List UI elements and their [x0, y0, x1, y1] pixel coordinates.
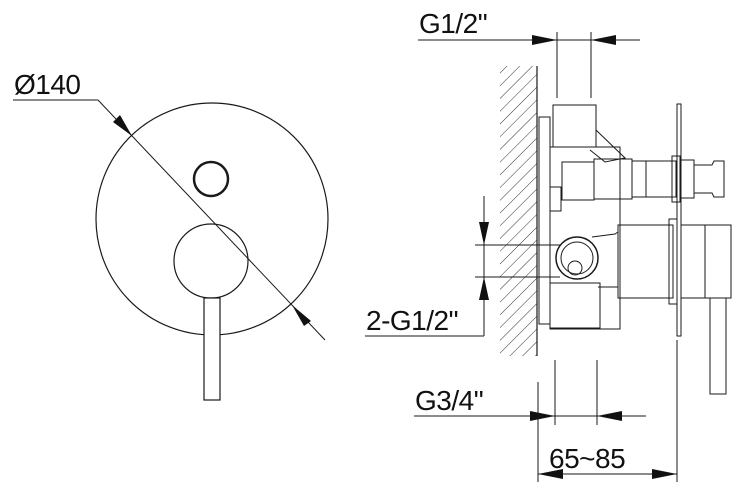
top-inlet-taper [589, 129, 627, 163]
inlet-bore [567, 260, 583, 276]
cartridge-flange [668, 218, 678, 305]
upper-body [561, 161, 595, 201]
side-lever [709, 297, 727, 395]
g34-arrow-left [530, 411, 555, 421]
upper-nozzle [693, 160, 725, 198]
handle-cap [704, 224, 732, 299]
depth-arrow-right [652, 469, 677, 479]
lower-body [591, 231, 619, 288]
wall-hatch [500, 66, 537, 356]
side-section-view [365, 32, 732, 482]
cover-plate [676, 103, 682, 337]
side-nut [549, 186, 562, 212]
front-view [13, 99, 329, 401]
upper-connector [593, 158, 633, 200]
diameter-arrow-top [113, 115, 132, 136]
depth-label: 65~85 [549, 443, 626, 474]
side-arrow-bottom [479, 277, 489, 300]
top-inlet-label: G1/2" [419, 8, 488, 39]
upper-nut [631, 160, 647, 198]
diverter-knob [192, 160, 230, 198]
lower-stub [549, 282, 601, 329]
diameter-label: Ø140 [14, 69, 81, 100]
inlet-ring-outer [555, 236, 599, 280]
side-arrow-top [479, 222, 489, 245]
handle-hub [173, 223, 249, 299]
mounting-plate [538, 116, 551, 325]
upper-stem [679, 159, 695, 199]
upper-pipe [645, 160, 677, 198]
diameter-line [97, 99, 326, 341]
g12-arrow-right [591, 35, 616, 45]
top-inlet-block [552, 104, 597, 148]
cartridge-front [680, 224, 706, 299]
diameter-arrow-bottom [292, 305, 311, 326]
g34-arrow-right [597, 411, 622, 421]
side-inlets-label: 2-G1/2" [366, 305, 459, 336]
lever-handle [203, 297, 221, 401]
g12-arrow-left [532, 35, 557, 45]
depth-arrow-left [538, 469, 563, 479]
bottom-outlet-label: G3/4" [415, 385, 484, 416]
inlet-ring-inner [560, 241, 594, 275]
cartridge-body [617, 224, 674, 299]
